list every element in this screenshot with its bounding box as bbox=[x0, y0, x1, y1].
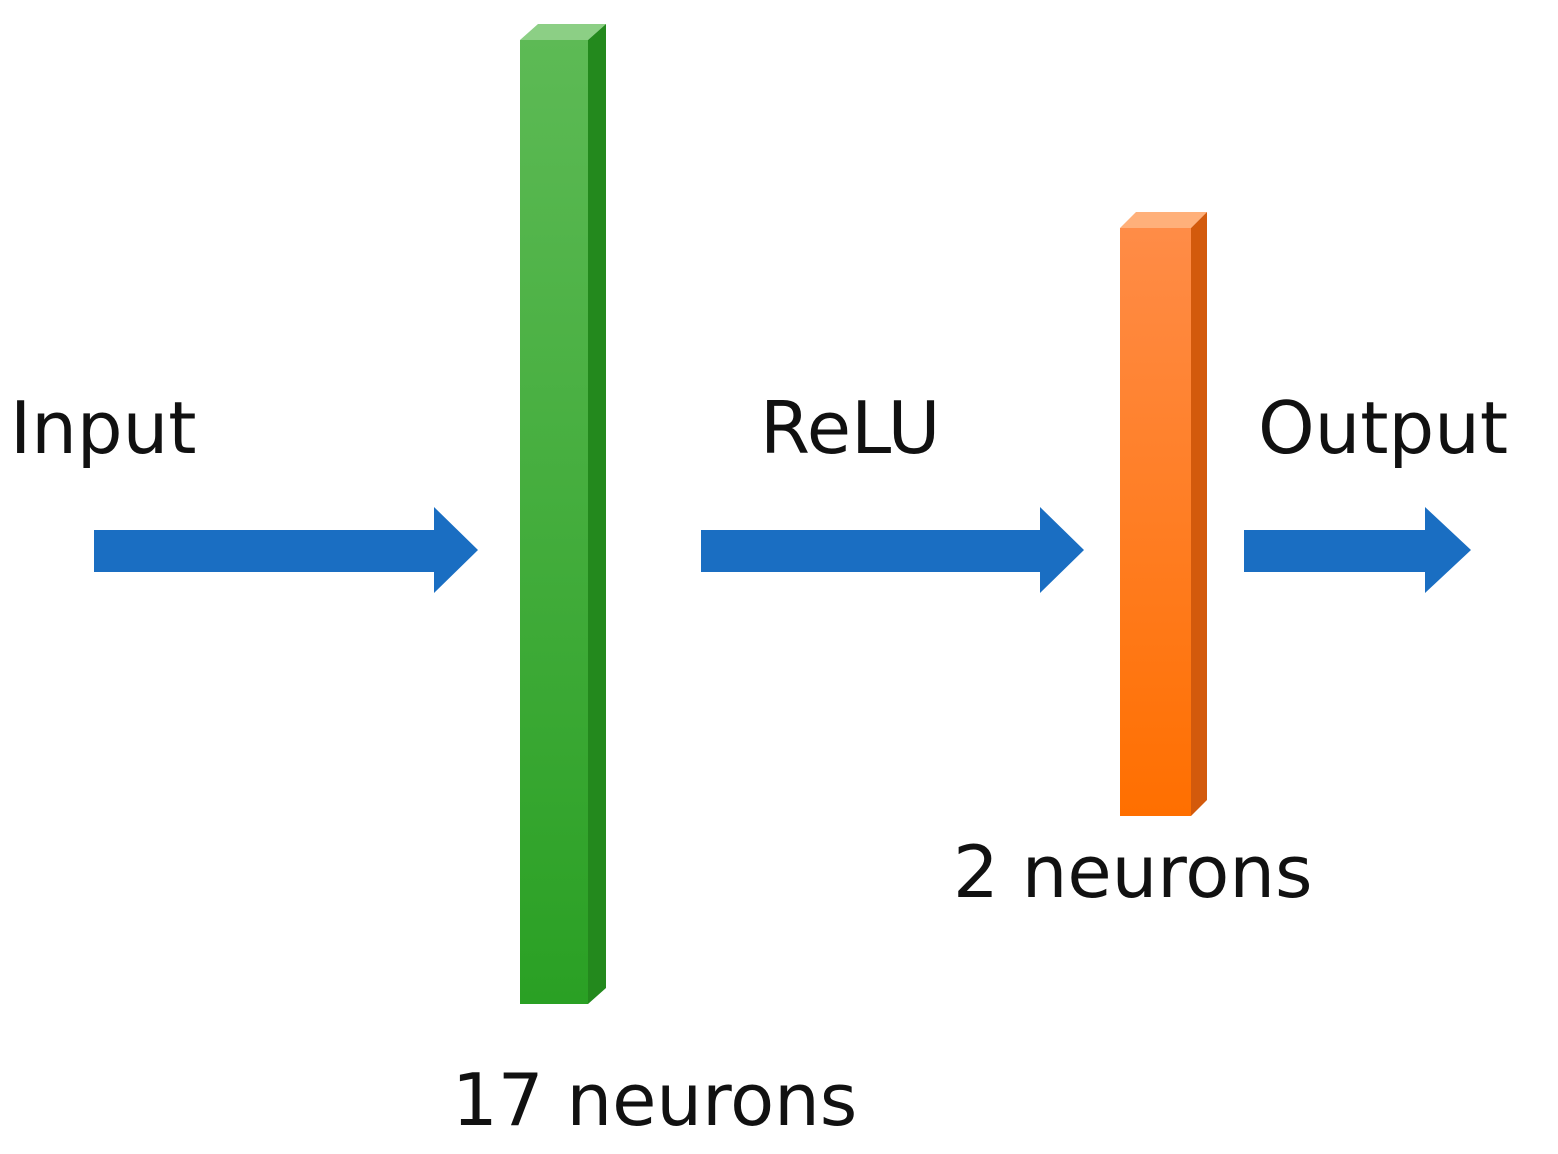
output-arrow bbox=[1244, 507, 1471, 593]
input-label: Input bbox=[10, 386, 197, 470]
relu-arrow bbox=[701, 507, 1084, 593]
hidden-layer-neurons-label: 17 neurons bbox=[452, 1058, 858, 1142]
input-arrow bbox=[94, 507, 478, 593]
output-layer-neurons-label: 2 neurons bbox=[953, 830, 1313, 914]
hidden-layer-bar bbox=[520, 24, 606, 1004]
output-layer-bar bbox=[1120, 212, 1207, 816]
output-label: Output bbox=[1258, 386, 1509, 470]
activation-label: ReLU bbox=[760, 386, 941, 470]
